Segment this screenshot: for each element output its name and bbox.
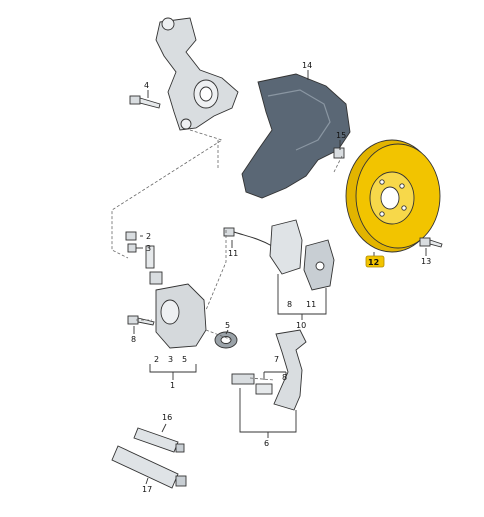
callout-3: 3 — [146, 244, 151, 253]
guide-bush — [214, 331, 238, 349]
callout-2: 2 — [146, 232, 151, 241]
screw-13 — [419, 237, 443, 248]
callout-14: 14 — [302, 61, 312, 70]
callout-6: 6 — [264, 439, 269, 448]
brake-disc — [345, 139, 441, 253]
callout-8-bolt: 8 — [131, 335, 136, 344]
callout-13: 13 — [421, 257, 431, 266]
callout-17: 17 — [142, 485, 152, 494]
callout-labels: 4 14 15 2 3 11 13 8 5 8 11 10 2 3 5 1 7 … — [131, 61, 431, 494]
callout-5: 5 — [225, 321, 230, 330]
callout-12: 12 — [368, 258, 379, 267]
callout-8-pad: 8 — [287, 300, 292, 309]
grease-tube-16 — [133, 427, 185, 453]
bolt-15 — [333, 147, 345, 159]
callout-7: 7 — [274, 355, 279, 364]
wear-sensor — [223, 227, 273, 247]
bolt-8 — [127, 315, 155, 326]
callout-15: 15 — [336, 131, 346, 140]
callout-12-badge: 12 — [365, 255, 385, 268]
callout-16: 16 — [162, 413, 172, 422]
guide-pins — [231, 329, 307, 411]
dashed-guides — [111, 129, 343, 381]
callout-10: 10 — [296, 321, 306, 330]
callout-11-pad: 11 — [306, 300, 316, 309]
callout-8-bracket: 8 — [282, 373, 287, 382]
callout-4: 4 — [144, 81, 149, 90]
bolt-4 — [129, 95, 161, 109]
brake-pads — [269, 219, 335, 291]
callout-2-group: 2 — [154, 355, 159, 364]
grease-tube-17 — [111, 445, 187, 489]
callout-5-group: 5 — [182, 355, 187, 364]
callout-1: 1 — [170, 381, 175, 390]
brake-caliper — [145, 245, 207, 349]
callout-11-sensor: 11 — [228, 249, 238, 258]
splash-shield — [241, 73, 351, 199]
callout-3-group: 3 — [168, 355, 173, 364]
leader-lines — [133, 70, 427, 485]
steering-knuckle — [155, 17, 239, 131]
bleed-screw — [125, 231, 137, 253]
